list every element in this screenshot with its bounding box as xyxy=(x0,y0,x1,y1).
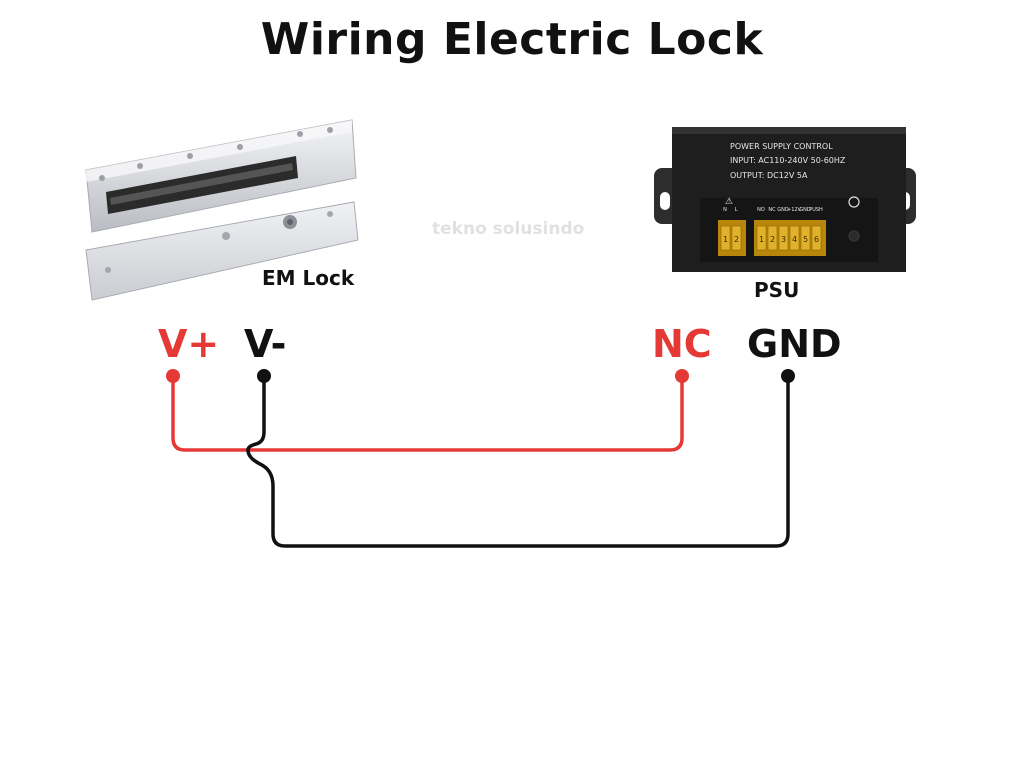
output-terminal-number: 2 xyxy=(770,235,775,244)
output-terminal-screw xyxy=(789,225,800,251)
em-lock-armature-plate xyxy=(85,201,359,301)
watermark: tekno solusindo xyxy=(432,219,585,239)
psu-panel-line-2: INPUT: AC110-240V 50-60HZ xyxy=(730,156,846,165)
output-terminal-label: PUSH xyxy=(809,207,823,213)
em-lock-body xyxy=(85,119,357,233)
adjust-knob-icon xyxy=(848,196,860,208)
em-lock-illustration xyxy=(85,119,359,301)
positive-wire xyxy=(171,376,684,452)
negative-wire xyxy=(246,376,790,548)
nc-label: NC xyxy=(652,322,712,366)
output-terminal-label: NC xyxy=(768,207,776,213)
psu-panel-line-3: OUTPUT: DC12V 5A xyxy=(730,171,808,180)
gnd-label: GND xyxy=(747,322,842,366)
em-lock-label: EM Lock xyxy=(262,266,355,290)
output-terminal-number: 6 xyxy=(814,235,819,244)
v-plus-terminal-dot xyxy=(166,369,180,383)
output-terminal-label: +12V xyxy=(787,207,802,213)
output-terminal-label: NO xyxy=(757,207,765,213)
output-terminal-screw xyxy=(800,225,811,251)
output-terminal-screw xyxy=(778,225,789,251)
output-terminal-label: GND xyxy=(777,207,789,213)
warning-icon: ⚠ xyxy=(725,197,733,207)
input-terminal-number: 1 xyxy=(723,235,728,244)
input-terminal-screw xyxy=(731,225,742,251)
psu-knob xyxy=(848,196,860,242)
input-terminal-label: N xyxy=(723,207,727,213)
output-terminal-number: 4 xyxy=(792,235,797,244)
output-terminal-number: 3 xyxy=(781,235,786,244)
psu-panel-line-1: POWER SUPPLY CONTROL xyxy=(730,142,833,151)
output-terminal-screw xyxy=(811,225,822,251)
page-title: Wiring Electric Lock xyxy=(260,14,764,65)
gnd-terminal-dot xyxy=(781,369,795,383)
v-plus-label: V+ xyxy=(158,322,220,366)
input-terminal-number: 2 xyxy=(734,235,739,244)
psu-label: PSU xyxy=(754,278,800,302)
output-terminal-screw xyxy=(756,225,767,251)
wires xyxy=(171,376,790,548)
output-terminal-number: 5 xyxy=(803,235,808,244)
psu-illustration: POWER SUPPLY CONTROL INPUT: AC110-240V 5… xyxy=(654,127,916,272)
indicator-led xyxy=(848,230,860,242)
output-terminal-label: GND xyxy=(799,207,811,213)
output-terminal-number: 1 xyxy=(759,235,764,244)
input-terminal-label: L xyxy=(735,207,738,213)
terminal-dots xyxy=(166,369,795,383)
nc-terminal-dot xyxy=(675,369,689,383)
v-minus-terminal-dot xyxy=(257,369,271,383)
output-terminal-screw xyxy=(767,225,778,251)
input-terminal-screw xyxy=(720,225,731,251)
v-minus-label: V- xyxy=(244,322,287,366)
psu-label-panel: POWER SUPPLY CONTROL INPUT: AC110-240V 5… xyxy=(725,142,846,207)
